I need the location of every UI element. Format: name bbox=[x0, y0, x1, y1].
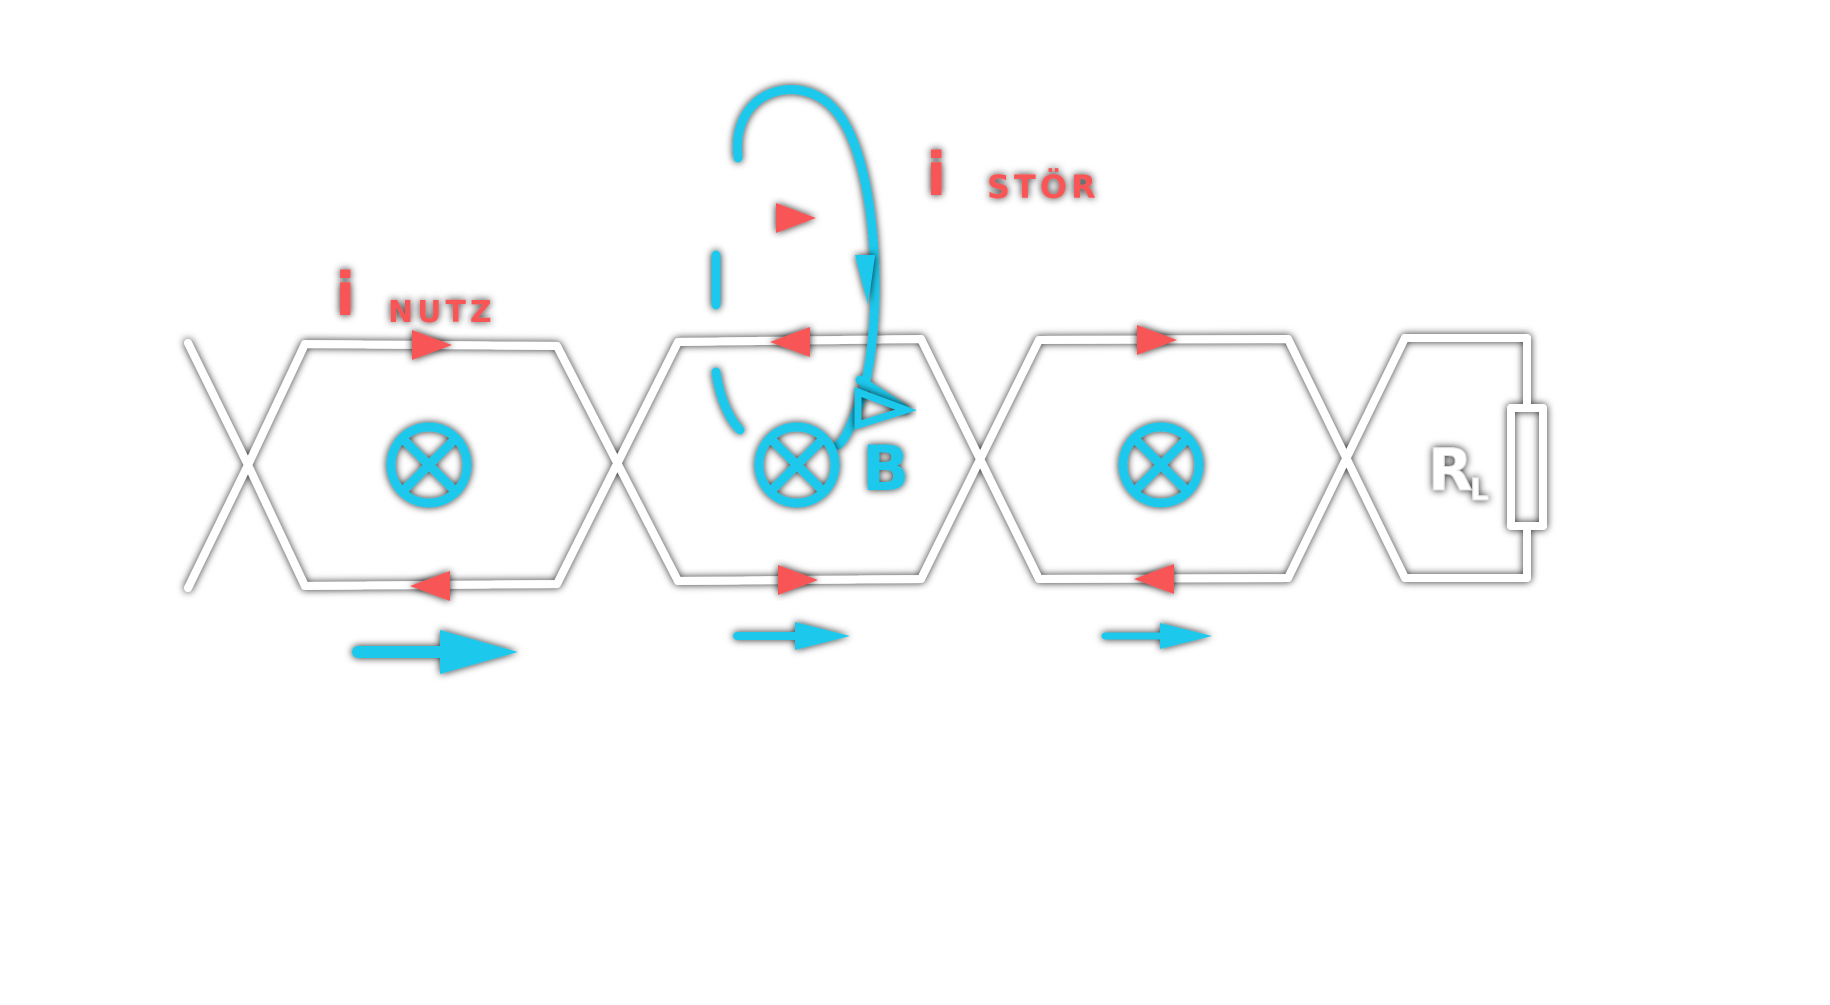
current-arrow-bottom-2 bbox=[778, 565, 818, 595]
current-arrow-top-2 bbox=[770, 327, 810, 357]
magnetic-field-loop bbox=[711, 85, 911, 450]
flux-symbol-3 bbox=[1118, 422, 1204, 508]
current-arrows bbox=[410, 203, 1177, 601]
current-arrow-bottom-3 bbox=[1134, 564, 1174, 594]
twisted-pair-cable bbox=[184, 334, 1547, 592]
flux-symbol-2 bbox=[754, 422, 840, 508]
label-i-nutz: i NUTZ bbox=[335, 260, 496, 330]
label-load-main: R bbox=[1428, 436, 1473, 504]
label-i-nutz-main: i bbox=[335, 260, 356, 330]
current-arrow-disturbing bbox=[776, 203, 816, 233]
current-arrow-top-3 bbox=[1137, 325, 1177, 355]
induced-arrow-3 bbox=[1101, 623, 1212, 649]
induced-arrow-1 bbox=[352, 630, 518, 674]
label-i-nutz-sub: NUTZ bbox=[388, 295, 496, 330]
label-i-stoer-main: i bbox=[926, 140, 947, 210]
current-arrow-bottom-1 bbox=[410, 571, 450, 601]
label-load-resistor: R L bbox=[1428, 436, 1490, 509]
label-load-sub: L bbox=[1470, 473, 1489, 508]
induced-arrow-2 bbox=[733, 622, 850, 650]
label-i-stoer: i STÖR bbox=[926, 140, 1100, 210]
field-arrowheads bbox=[854, 255, 917, 430]
label-i-stoer-sub: STÖR bbox=[987, 168, 1100, 206]
current-arrow-top-1 bbox=[412, 330, 452, 360]
flux-symbols bbox=[386, 422, 1204, 508]
induced-arrows bbox=[352, 622, 1212, 674]
flux-symbol-1 bbox=[386, 422, 472, 508]
label-field-b: B bbox=[862, 432, 909, 505]
label-field-b-text: B bbox=[862, 432, 909, 505]
